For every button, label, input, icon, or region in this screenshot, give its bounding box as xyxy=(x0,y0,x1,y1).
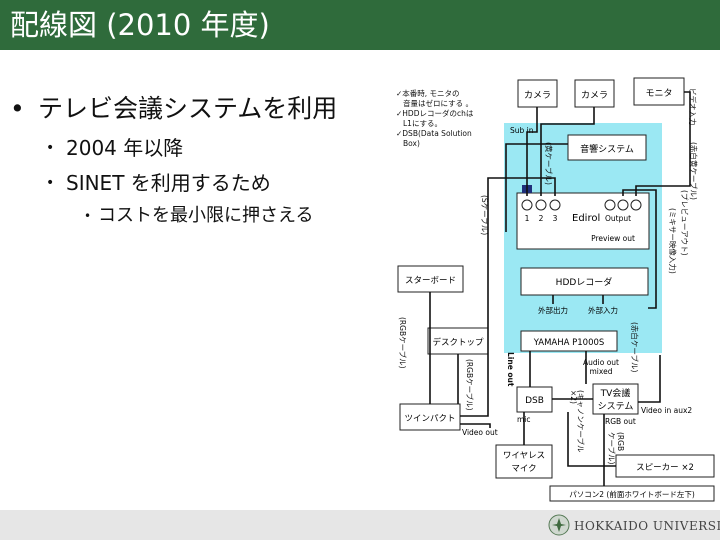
twinpact-box xyxy=(399,403,461,431)
twinpact-label: ツインパクト xyxy=(404,414,455,424)
edirol-output-jack-1 xyxy=(604,199,616,211)
edirol-input-2-label: 2 xyxy=(539,214,544,223)
bullet-main-text: テレビ会議システムを利用 xyxy=(38,94,338,123)
rgb-out-label: RGB out xyxy=(605,417,636,426)
desktop-label: デスクトップ xyxy=(432,337,484,348)
cable-preview xyxy=(622,189,657,309)
starboard-label: スターボード xyxy=(405,276,456,286)
s-cable-label: (Sケーブル) xyxy=(480,195,490,235)
pc2-box xyxy=(549,485,715,502)
edirol-output-jack-3 xyxy=(630,199,642,211)
starboard-box xyxy=(397,265,464,293)
hdd-recorder-box xyxy=(520,267,649,296)
audio-out-label: Audio out xyxy=(583,358,619,367)
sub-in-label: Sub in xyxy=(510,126,534,135)
yellow-cable-label: (黄ケーブル) xyxy=(544,142,554,185)
camera1-box xyxy=(517,79,558,108)
audio-system-label: 音響システム xyxy=(580,143,634,155)
hdd-recorder-label: HDDレコーダ xyxy=(556,276,613,288)
speaker-label: スピーカー ×2 xyxy=(636,463,694,473)
red-white-cable-label: (赤白ケーブル) xyxy=(630,322,640,372)
diagram-notes: ✓本番時, モニタの 音量はゼロにする 。 ✓HDDレコーダのchは L1にする… xyxy=(396,88,474,148)
cable-canon xyxy=(567,412,616,467)
pc2-label: パソコン2 (前面ホワイトボード左下) xyxy=(569,489,695,499)
edirol-input-3-jack xyxy=(549,199,561,211)
university-name: HOKKAIDO UNIVERSITY xyxy=(574,519,720,533)
cable-camera1 xyxy=(526,107,538,196)
bullet-sub2-child-text: コストを最小限に押さえる xyxy=(98,205,314,226)
rgb-cable-tv-label-1: (RGB xyxy=(616,432,625,451)
cable-video-out xyxy=(460,423,491,428)
video-in-aux2-label: Video in aux2 xyxy=(641,406,692,415)
bullet-dot-icon: • xyxy=(46,175,55,191)
bullet-dot-icon: • xyxy=(84,209,92,223)
preview-out-label: Preview out xyxy=(591,234,635,243)
note-line: L1にする。 xyxy=(403,119,442,128)
monitor-box xyxy=(633,77,685,106)
bullet-sub2-text: SINET を利用するため xyxy=(66,171,271,195)
monitor-cable-label-1: ビデオ入力 xyxy=(688,88,698,126)
cable-scable-twinpact xyxy=(460,177,556,417)
monitor-cable-label-2: (赤白黄ケーブル) xyxy=(689,142,699,200)
camera2-label: カメラ xyxy=(581,90,608,101)
tv-conference-label-2: システム xyxy=(598,401,634,412)
university-logo-icon xyxy=(548,514,570,536)
audio-out-mixed-label: mixed xyxy=(590,367,613,376)
edirol-label: Edirol xyxy=(572,213,600,224)
slide-title: 配線図 (2010 年度) xyxy=(10,8,270,42)
yamaha-label: YAMAHA P1000S xyxy=(533,338,605,348)
cable-video-aux xyxy=(638,355,661,403)
audio-system-box xyxy=(567,134,647,161)
edirol-output-jack-2 xyxy=(617,199,629,211)
rgb-cable-tall-label: (RGBケーブル) xyxy=(398,317,408,369)
preview-cable-label: (プレビューアウト) xyxy=(680,190,689,256)
canon-cable-label: (キャノンケーブル xyxy=(576,390,586,453)
bullet-dot-icon: • xyxy=(46,140,55,156)
wiring-diagram: ✓本番時, モニタの 音量はゼロにする 。 ✓HDDレコーダのchは L1にする… xyxy=(396,77,715,502)
cable-labels: (RGBケーブル) (RGBケーブル) (Sケーブル) (黄ケーブル) ビデオ入… xyxy=(398,88,699,465)
cable-lines xyxy=(429,91,691,486)
dsb-label: DSB xyxy=(525,396,544,406)
ext-in-label: 外部入力 xyxy=(588,305,618,315)
cable-camera2 xyxy=(540,107,595,196)
edirol-input-3-label: 3 xyxy=(553,214,558,223)
note-line: Box) xyxy=(403,139,420,148)
wireless-mic-label-1: ワイヤレス xyxy=(503,451,545,461)
note-line: ✓本番時, モニタの xyxy=(396,88,460,98)
canon-count-label: ×2) xyxy=(569,390,578,404)
edirol-input-1-label: 1 xyxy=(525,214,530,223)
note-line: ✓HDDレコーダのchは xyxy=(396,108,474,118)
edirol-input-1-jack xyxy=(521,199,533,211)
rgb-cable-tv-label-2: ケーブル) xyxy=(607,432,617,465)
rgb-cable-desk-label: (RGBケーブル) xyxy=(465,359,475,411)
ext-out-label: 外部出力 xyxy=(538,305,568,315)
video-out-label: Video out xyxy=(462,428,498,437)
title-bar: 配線図 (2010 年度) xyxy=(0,0,720,50)
cable-audio-sub xyxy=(505,143,568,232)
tv-conference-box xyxy=(592,383,639,415)
note-line: ✓DSB(Data Solution xyxy=(396,129,472,138)
dsb-box xyxy=(516,386,553,413)
bullet-dot-icon: • xyxy=(10,94,25,123)
footer-bar: HOKKAIDO UNIVERSITY xyxy=(0,510,720,540)
line-out-label: Line out xyxy=(506,352,515,387)
bullet-sub1-text: 2004 年以降 xyxy=(66,136,184,160)
note-line: 音量はゼロにする 。 xyxy=(403,98,473,108)
mixer-cable-label: (ミキサー映像入力) xyxy=(668,208,678,274)
monitor-label: モニタ xyxy=(645,88,672,99)
edirol-input-2-jack xyxy=(535,199,547,211)
camera1-label: カメラ xyxy=(524,90,551,101)
edirol-output-label: Output xyxy=(605,214,631,223)
tv-conference-label-1: TV会議 xyxy=(600,387,631,399)
yamaha-box xyxy=(520,330,618,352)
wireless-mic-label-2: マイク xyxy=(511,464,536,474)
